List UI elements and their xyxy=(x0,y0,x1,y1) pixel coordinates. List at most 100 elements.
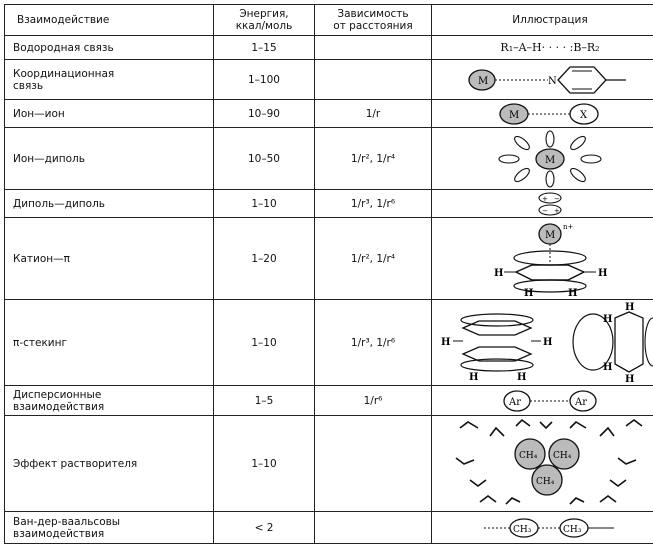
hydrogen-label: H xyxy=(603,314,612,325)
hydrogen-label: H xyxy=(543,337,552,348)
row-dependence: 1/r xyxy=(314,99,432,128)
table-row: Диполь—диполь 1–10 1/r³, 1/r⁶ + − − + xyxy=(4,189,653,218)
header-dependence: Зависимость от расстояния xyxy=(314,4,432,36)
table-row: Ван-дер-ваальсовы взаимодействия < 2 CH₃… xyxy=(4,511,653,544)
methyl-label: CH₃ xyxy=(563,525,582,535)
row-dependence: 1/r², 1/r⁴ xyxy=(314,127,432,190)
row-energy: 1–10 xyxy=(213,189,315,218)
methane-label: CH₄ xyxy=(519,451,538,461)
pi-stacking-diagram: H H H H H H H H xyxy=(441,302,653,384)
hydrogen-label: H xyxy=(524,288,533,298)
row-energy: < 2 xyxy=(213,511,315,544)
hydrogen-label: H xyxy=(603,362,612,373)
row-dependence xyxy=(314,511,432,544)
row-energy: 1–100 xyxy=(213,59,315,100)
pi-cloud-bottom xyxy=(513,278,587,293)
ion-ion-diagram: M X xyxy=(499,102,599,125)
row-dependence: 1/r³, 1/r⁶ xyxy=(314,299,432,386)
parallel-stacking: H H H H xyxy=(441,312,552,383)
header-energy: Энергия, ккал/моль xyxy=(213,4,315,36)
row-dependence: 1/r⁶ xyxy=(314,385,432,416)
plus-sign: + xyxy=(542,195,548,203)
illustration-hydrogen-bond: R₁–A–H· · · · :B–R₂ xyxy=(431,35,653,60)
metal-label: M xyxy=(478,76,488,87)
metal-label: M xyxy=(545,155,555,166)
ion-dipole-diagram: M xyxy=(498,129,602,188)
methane-molecule xyxy=(514,437,546,470)
row-dependence xyxy=(314,35,432,60)
row-energy: 1–5 xyxy=(213,385,315,416)
metal-charge: n+ xyxy=(563,223,574,231)
row-name: Катион—π xyxy=(4,217,214,300)
row-name: Координационная связь xyxy=(4,59,214,100)
row-name: Эффект растворителя xyxy=(4,415,214,512)
anion-label: X xyxy=(580,110,588,121)
minus-sign: − xyxy=(554,195,560,203)
row-energy: 1–15 xyxy=(213,35,315,60)
coordination-bond-diagram: M N xyxy=(468,65,626,94)
plus-sign: + xyxy=(554,207,560,215)
methyl-label: CH₃ xyxy=(513,525,532,535)
van-der-waals-diagram: CH₃ CH₃ xyxy=(484,517,614,538)
row-energy: 1–10 xyxy=(213,415,315,512)
table-row: Водородная связь 1–15 R₁–A–H· · · · :B–R… xyxy=(4,35,653,60)
row-dependence: 1/r², 1/r⁴ xyxy=(314,217,432,300)
methane-molecule xyxy=(531,463,563,496)
table-row: Дисперсионные взаимодействия 1–5 1/r⁶ Ar… xyxy=(4,385,653,416)
metal-ion-circle xyxy=(535,147,565,170)
hydrogen-label: H xyxy=(469,372,478,383)
hydrogen-label: H xyxy=(625,302,634,313)
t-shaped-stacking: H H H H xyxy=(572,302,653,384)
hydrogen-label: H xyxy=(598,268,607,279)
hydrogen-label: H xyxy=(568,288,577,298)
table-row: Ион—диполь 10–50 1/r², 1/r⁴ xyxy=(4,127,653,190)
metal-label: M xyxy=(509,110,519,121)
methane-molecule xyxy=(548,437,580,470)
row-dependence: 1/r³, 1/r⁶ xyxy=(314,189,432,218)
nitrogen-label: N xyxy=(548,76,557,87)
methane-label: CH₄ xyxy=(553,451,572,461)
row-energy: 10–50 xyxy=(213,127,315,190)
argon-label: Ar xyxy=(574,397,587,408)
row-name: Ион—диполь xyxy=(4,127,214,190)
hydrogen-label: H xyxy=(441,337,450,348)
header-illustration: Иллюстрация xyxy=(431,4,653,36)
cation-pi-diagram: M n+ H H H H xyxy=(494,223,607,298)
table-row: Координационная связь 1–100 M N xyxy=(4,59,653,100)
dipole-top xyxy=(538,191,562,204)
row-dependence xyxy=(314,415,432,512)
methane-label: CH₄ xyxy=(536,477,555,487)
hydrogen-label: H xyxy=(625,374,634,384)
hydrogen-bond-formula: R₁–A–H· · · · :B–R₂ xyxy=(500,41,600,54)
dipole-dipole-diagram: + − − + xyxy=(538,191,562,216)
argon-atom-right xyxy=(569,389,597,412)
table-row: Эффект растворителя 1–10 CH₄ CH₄ xyxy=(4,415,653,512)
dipole-bottom xyxy=(538,203,562,216)
row-name: π-стекинг xyxy=(4,299,214,386)
solvent-effect-diagram: CH₄ CH₄ CH₄ xyxy=(455,418,643,505)
table-row: π-стекинг 1–10 1/r³, 1/r⁶ H H H H xyxy=(4,299,653,386)
dispersion-diagram: Ar Ar xyxy=(503,389,597,412)
row-name: Ион—ион xyxy=(4,99,214,128)
metal-label: M xyxy=(545,230,555,241)
row-name: Ван-дер-ваальсовы взаимодействия xyxy=(4,511,214,544)
row-dependence xyxy=(314,59,432,100)
benzene-ring xyxy=(514,263,586,281)
solvent-molecules xyxy=(455,418,643,505)
row-energy: 10–90 xyxy=(213,99,315,128)
argon-label: Ar xyxy=(508,397,521,408)
row-energy: 1–10 xyxy=(213,299,315,386)
table-row: Катион—π 1–20 1/r², 1/r⁴ M n+ H H H xyxy=(4,217,653,300)
header-row: Взаимодействие Энергия, ккал/моль Зависи… xyxy=(4,4,653,36)
hydrogen-label: H xyxy=(517,372,526,383)
header-interaction: Взаимодействие xyxy=(4,4,214,36)
row-name: Дисперсионные взаимодействия xyxy=(4,385,214,416)
hydrogen-label: H xyxy=(494,268,503,279)
minus-sign: − xyxy=(542,207,548,215)
anion-circle xyxy=(569,102,599,125)
row-energy: 1–20 xyxy=(213,217,315,300)
table-row: Ион—ион 10–90 1/r M X xyxy=(4,99,653,128)
row-name: Диполь—диполь xyxy=(4,189,214,218)
interactions-table: Взаимодействие Энергия, ккал/моль Зависи… xyxy=(4,4,653,544)
row-name: Водородная связь xyxy=(4,35,214,60)
